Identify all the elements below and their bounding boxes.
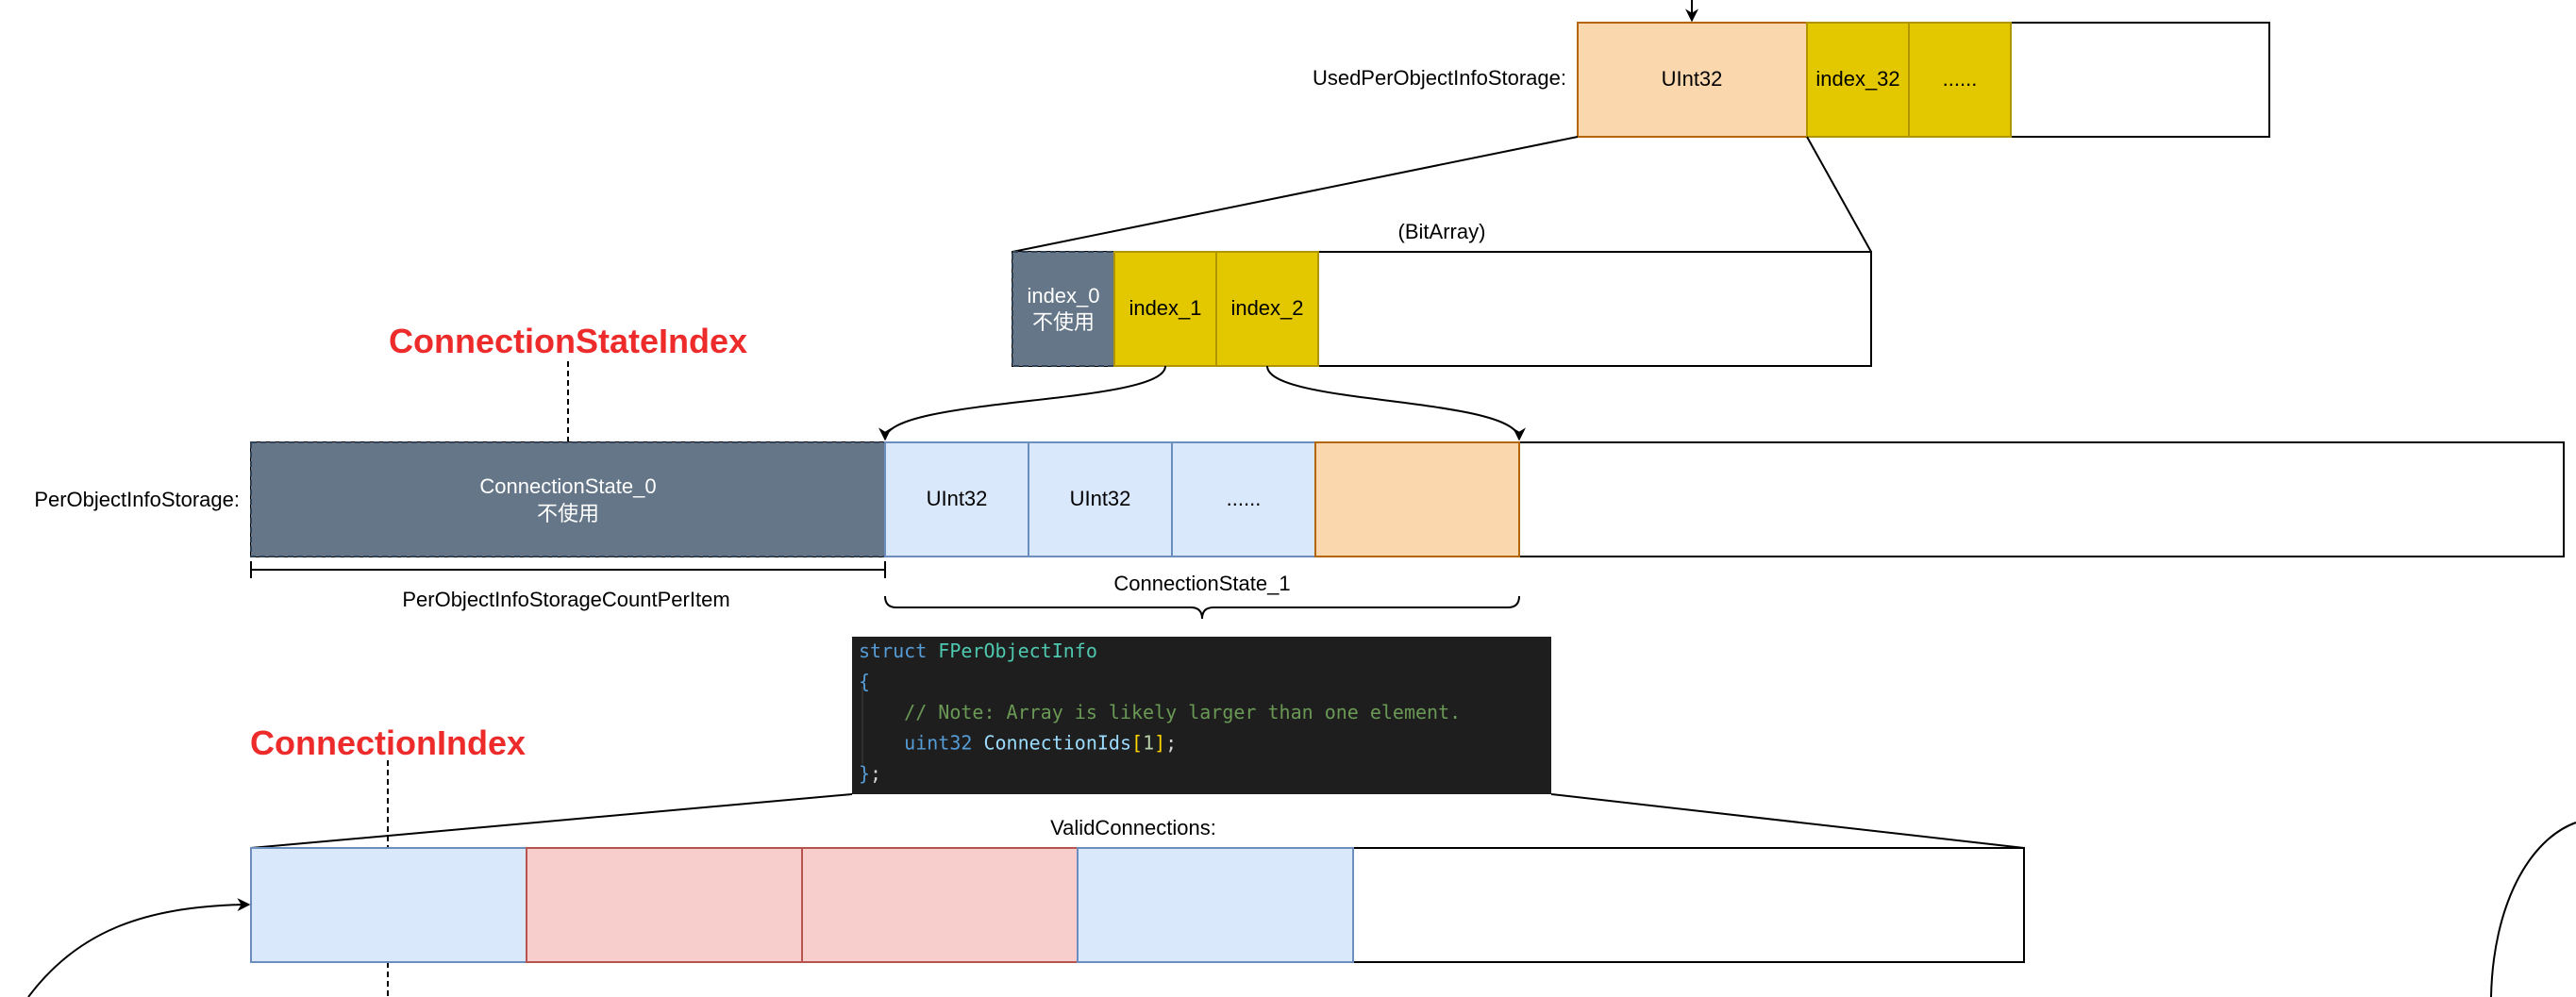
- arrow-index2-to-state1-end: [1266, 365, 1526, 441]
- storage-uint32-cell-2: [1028, 441, 1173, 557]
- incoming-arrow-valid-connections: [27, 898, 251, 997]
- connection-state-index-title: ConnectionStateIndex: [389, 322, 747, 360]
- bitarray-label: (BitArray): [1398, 220, 1486, 243]
- valid-connection-cell-0: [250, 847, 527, 963]
- used-storage-uint32-cell: [1577, 22, 1808, 138]
- used-storage-index32-text: index_32: [1815, 67, 1899, 91]
- storage-uint32-text-1: UInt32: [927, 487, 988, 510]
- valid-connection-cell-1: [526, 847, 803, 963]
- bitarray-index1-cell: [1113, 251, 1217, 367]
- bitarray-index2-cell: [1215, 251, 1319, 367]
- code-token: }: [859, 762, 870, 785]
- code-token: struct: [859, 640, 938, 662]
- bitarray-index0-cell: [1012, 251, 1115, 367]
- zoom-line-bitarray-left: [1012, 136, 1579, 253]
- code-token: uint32: [904, 732, 983, 755]
- used-storage-ellipsis-cell: [1908, 22, 2012, 138]
- connection-state0-subtext: 不使用: [537, 502, 599, 525]
- code-block-background: [852, 637, 1551, 794]
- code-token: {: [859, 671, 870, 693]
- used-storage-uint32-text: UInt32: [1662, 67, 1723, 91]
- valid-connection-cell-2: [801, 847, 1079, 963]
- used-storage-index32-cell: [1806, 22, 1910, 138]
- code-token: [: [1131, 732, 1143, 755]
- used-storage-label: UsedPerObjectInfoStorage:: [1313, 66, 1566, 90]
- code-line: // Note: Array is likely larger than one…: [859, 701, 1461, 723]
- storage-ellipsis-text: ......: [1227, 487, 1262, 510]
- bitarray-index1-text: index_1: [1129, 296, 1201, 320]
- storage-next-state-cell: [1314, 441, 1520, 557]
- partial-curve-right: [2490, 822, 2576, 997]
- connection-state1-brace: [884, 595, 1520, 620]
- code-token: ;: [870, 762, 881, 785]
- code-token: [859, 701, 904, 723]
- per-object-storage-label: PerObjectInfoStorage:: [34, 488, 240, 511]
- code-token: 1: [1143, 732, 1154, 755]
- storage-ellipsis-cell: [1171, 441, 1316, 557]
- bitarray-index0-text: index_0: [1027, 284, 1099, 307]
- connection-state0-text: ConnectionState_0: [479, 474, 656, 498]
- connection-index-title: ConnectionIndex: [250, 723, 526, 762]
- code-token: // Note: Array is likely larger than one…: [904, 701, 1461, 723]
- valid-connections-label: ValidConnections:: [1050, 816, 1216, 839]
- zoom-line-valid-right: [1550, 793, 2025, 849]
- code-line: };: [859, 762, 881, 785]
- connection-state0-cell: [250, 441, 886, 557]
- code-token: ]: [1154, 732, 1165, 755]
- count-per-item-label: PerObjectInfoStorageCountPerItem: [402, 588, 729, 611]
- connection-state1-label: ConnectionState_1: [1113, 572, 1290, 595]
- arrow-index1-to-state1-start: [878, 365, 1166, 441]
- zoom-line-valid-left: [250, 793, 853, 849]
- valid-connection-cell-3: [1077, 847, 1354, 963]
- used-storage-ellipsis-text: ......: [1943, 67, 1978, 91]
- bitarray-index0-subtext: 不使用: [1032, 310, 1095, 334]
- code-line: uint32 ConnectionIds[1];: [859, 732, 1177, 755]
- code-token: ConnectionIds: [983, 732, 1131, 755]
- code-block: struct FPerObjectInfo { // Note: Array is…: [859, 640, 1461, 785]
- code-token: FPerObjectInfo: [938, 640, 1097, 662]
- code-token: ;: [1165, 732, 1177, 755]
- storage-uint32-cell-1: [884, 441, 1029, 557]
- code-line: {: [859, 671, 870, 693]
- storage-uint32-text-2: UInt32: [1070, 487, 1131, 510]
- code-line: struct FPerObjectInfo: [859, 640, 1097, 662]
- bitarray-index2-text: index_2: [1230, 296, 1303, 320]
- code-token: [859, 732, 904, 755]
- zoom-line-bitarray-right: [1806, 136, 1872, 253]
